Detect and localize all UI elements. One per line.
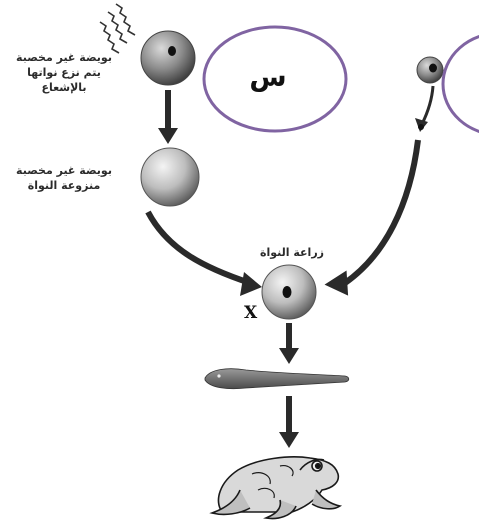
label-egg-enucleated: بويضة غير مخصبة منزوعة النواة	[2, 163, 126, 193]
label-line: بالإشعاع	[41, 81, 87, 94]
arrow-transplant-to-tadpole	[279, 323, 299, 364]
tadpole-icon	[204, 368, 350, 390]
label-egg-irradiated: بويضة غير مخصبة يتم نزع نواتها بالإشعاع	[2, 50, 126, 95]
frog-icon	[209, 456, 343, 520]
callout-circle-sin	[202, 25, 348, 133]
egg-irradiated-cell	[140, 30, 196, 86]
label-line: بويضة غير مخصبة	[16, 164, 112, 177]
label-line: يتم نزع نواتها	[27, 66, 101, 79]
egg-enucleated-cell	[140, 147, 200, 207]
arrow-irradiated-to-enucleated	[158, 90, 178, 144]
label-line: منزوعة النواة	[27, 179, 101, 192]
arrow-enucleated-to-transplant	[145, 210, 262, 296]
transplant-cell	[261, 264, 317, 320]
marker-x: X	[244, 303, 258, 323]
donor-cell	[415, 56, 444, 132]
callout-circle-right	[441, 35, 479, 133]
arrow-donor-to-transplant	[324, 139, 421, 296]
callout-letter: س	[249, 62, 287, 93]
label-nucleus-transplant: زراعة النواة	[259, 246, 324, 259]
radiation-icon	[99, 3, 136, 54]
label-line: بويضة غير مخصبة	[16, 51, 112, 64]
arrow-tadpole-to-frog	[279, 396, 299, 448]
